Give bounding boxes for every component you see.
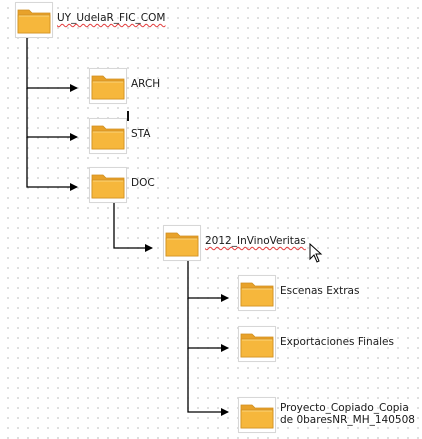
- edge-root-doc: [26, 137, 78, 191]
- folder-icon: [240, 333, 274, 358]
- node-label: Exportaciones Finales: [280, 336, 394, 348]
- mouse-pointer-icon: [309, 243, 323, 263]
- edge-doc-invino: [113, 198, 153, 252]
- edge-root-sta: [26, 88, 78, 141]
- folder-icon: [240, 404, 274, 429]
- edge-invino-export: [187, 298, 229, 352]
- node-label: Proyecto_Copiado_Copia de 0baresNR_MH_14…: [280, 402, 415, 426]
- node-label-line1: Proyecto_Copiado_Copia: [280, 402, 409, 414]
- folder-icon: [240, 282, 274, 307]
- node-arch-box[interactable]: [89, 68, 127, 104]
- node-label-line2: de 0baresNR_MH_140508: [280, 414, 415, 426]
- edge-invino-escenas: [187, 258, 229, 302]
- node-label: Escenas Extras: [280, 285, 360, 297]
- folder-icon: [165, 232, 199, 257]
- node-label: ARCH: [131, 78, 161, 90]
- node-label: DOC: [131, 177, 155, 189]
- folder-icon: [91, 125, 125, 150]
- node-label: 2012_InVinoVeritas: [205, 235, 306, 247]
- folder-icon: [91, 174, 125, 199]
- node-root-box[interactable]: [15, 2, 53, 38]
- node-escenas-box[interactable]: [238, 275, 276, 311]
- node-doc-box[interactable]: [89, 167, 127, 203]
- node-proyecto-box[interactable]: [238, 397, 276, 433]
- node-export-box[interactable]: [238, 326, 276, 362]
- folder-icon: [91, 75, 125, 100]
- node-sta-box[interactable]: [89, 118, 127, 154]
- edge-root-arch: [26, 35, 78, 92]
- edge-invino-proyecto: [187, 348, 229, 416]
- folder-icon: [17, 9, 51, 34]
- node-label: UY_UdelaR_FIC_COM: [57, 12, 166, 24]
- text-caret: [127, 111, 129, 121]
- node-invino-box[interactable]: [163, 225, 201, 261]
- node-label: STA: [131, 128, 151, 140]
